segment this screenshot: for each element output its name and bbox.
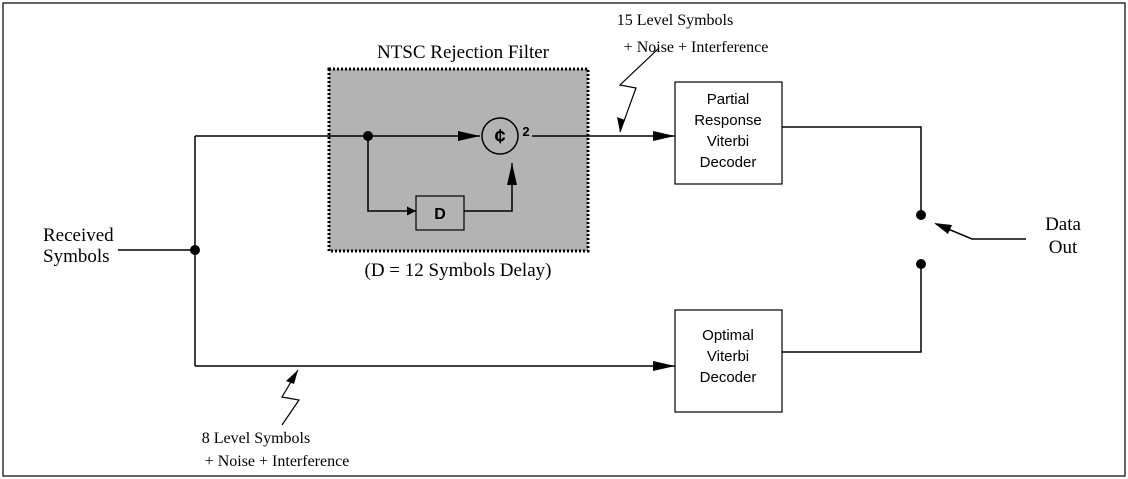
switch-contact-top (916, 210, 926, 220)
partial-decoder-label-2: Response (694, 112, 762, 129)
partial-response-decoder-box (674, 81, 783, 185)
optimal-decoder-label-3: Decoder (700, 369, 757, 386)
filter-caption: (D = 12 Symbols Delay) (365, 260, 552, 281)
bottom-path-label-line2: + Noise + Interference (205, 453, 350, 470)
partial-decoder-output-line (782, 126, 922, 213)
ntsc-filter-title: NTSC Rejection Filter (377, 42, 550, 63)
optimal-decoder-output-line (782, 265, 922, 353)
top-pointer-zigzag (618, 47, 660, 133)
input-label-line1: Received (43, 225, 114, 246)
combiner-circle (481, 117, 519, 155)
delay-output-line (464, 163, 517, 212)
combiner-superscript: 2 (522, 124, 529, 139)
delay-block-label: D (434, 206, 446, 223)
partial-decoder-label-4: Decoder (700, 154, 757, 171)
top-path-label-line1: 15 Level Symbols (617, 12, 733, 29)
delay-branch-line (367, 136, 416, 216)
bottom-pointer-zigzag (281, 369, 301, 426)
combiner-symbol: ¢ (494, 126, 505, 148)
optimal-decoder-label-2: Viterbi (707, 348, 749, 365)
optimal-decoder-box (674, 309, 783, 413)
partial-decoder-label-3: Viterbi (707, 133, 749, 150)
partial-decoder-label-1: Partial (707, 91, 750, 108)
switch-contact-bottom (916, 259, 926, 269)
output-label-line1: Data (1045, 214, 1081, 235)
delay-block (415, 195, 465, 231)
top-path-label-line2: + Noise + Interference (624, 39, 769, 56)
top-pointer-arrowhead (617, 117, 625, 132)
optimal-decoder-label-1: Optimal (702, 327, 754, 344)
bottom-pointer-arrowhead (286, 370, 298, 384)
bottom-path-label-line1: 8 Level Symbols (202, 430, 310, 447)
input-label-line2: Symbols (43, 246, 110, 267)
data-out-arrowhead (934, 223, 952, 234)
output-label-line2: Out (1049, 237, 1078, 258)
